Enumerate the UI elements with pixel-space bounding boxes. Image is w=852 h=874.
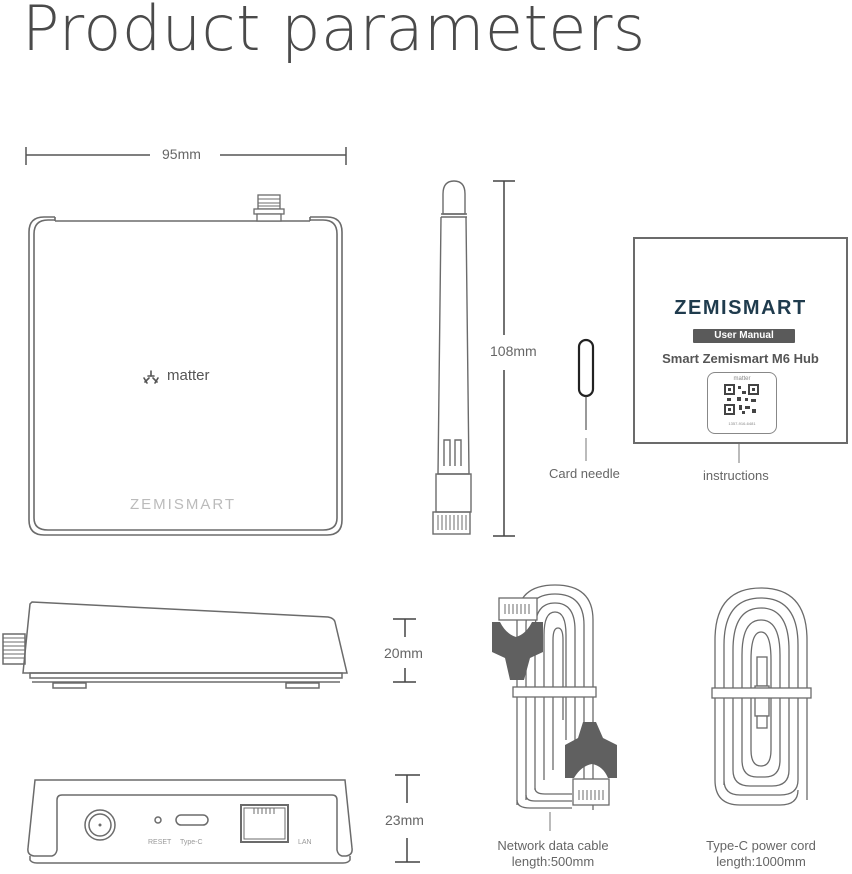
power-cord-name: Type-C power cord (706, 838, 816, 853)
manual-brand: ZEMISMART (674, 297, 807, 319)
back-height-label: 23mm (381, 812, 428, 828)
network-cable-label: Network data cable length:500mm (489, 838, 617, 870)
power-cord-label: Type-C power cord length:1000mm (696, 838, 826, 870)
card-needle-label: Card needle (549, 466, 620, 481)
manual-product-name: Smart Zemismart M6 Hub (662, 351, 819, 366)
page-title: Product parameters (22, 0, 646, 65)
antenna-length-label: 108mm (486, 343, 541, 359)
brand-imprint: ZEMISMART (130, 496, 237, 513)
width-dimension-label: 95mm (158, 146, 205, 162)
power-cord-length: length:1000mm (716, 854, 806, 869)
instructions-label: instructions (703, 468, 769, 483)
qr-code-card: matter 1357-916-6481 (707, 372, 777, 434)
qr-code-icon (724, 384, 759, 415)
qr-code-number: 1357-916-6481 (728, 421, 756, 426)
user-manual-card: ZEMISMART User Manual Smart Zemismart M6… (633, 237, 848, 444)
qr-matter-label: matter (733, 376, 751, 382)
side-height-label: 20mm (380, 645, 427, 661)
lan-port-label: LAN (298, 839, 312, 846)
rj45-connector-top-icon (492, 622, 543, 680)
rj45-connector-bottom-icon (565, 722, 617, 778)
matter-logo-icon (143, 370, 159, 384)
network-cable-length: length:500mm (511, 854, 595, 869)
type-c-port-label: Type-C (180, 839, 203, 846)
user-manual-badge: User Manual (693, 329, 795, 343)
network-cable-name: Network data cable (497, 838, 609, 853)
reset-port-label: RESET (148, 839, 172, 846)
matter-logo-label: matter (167, 367, 210, 384)
